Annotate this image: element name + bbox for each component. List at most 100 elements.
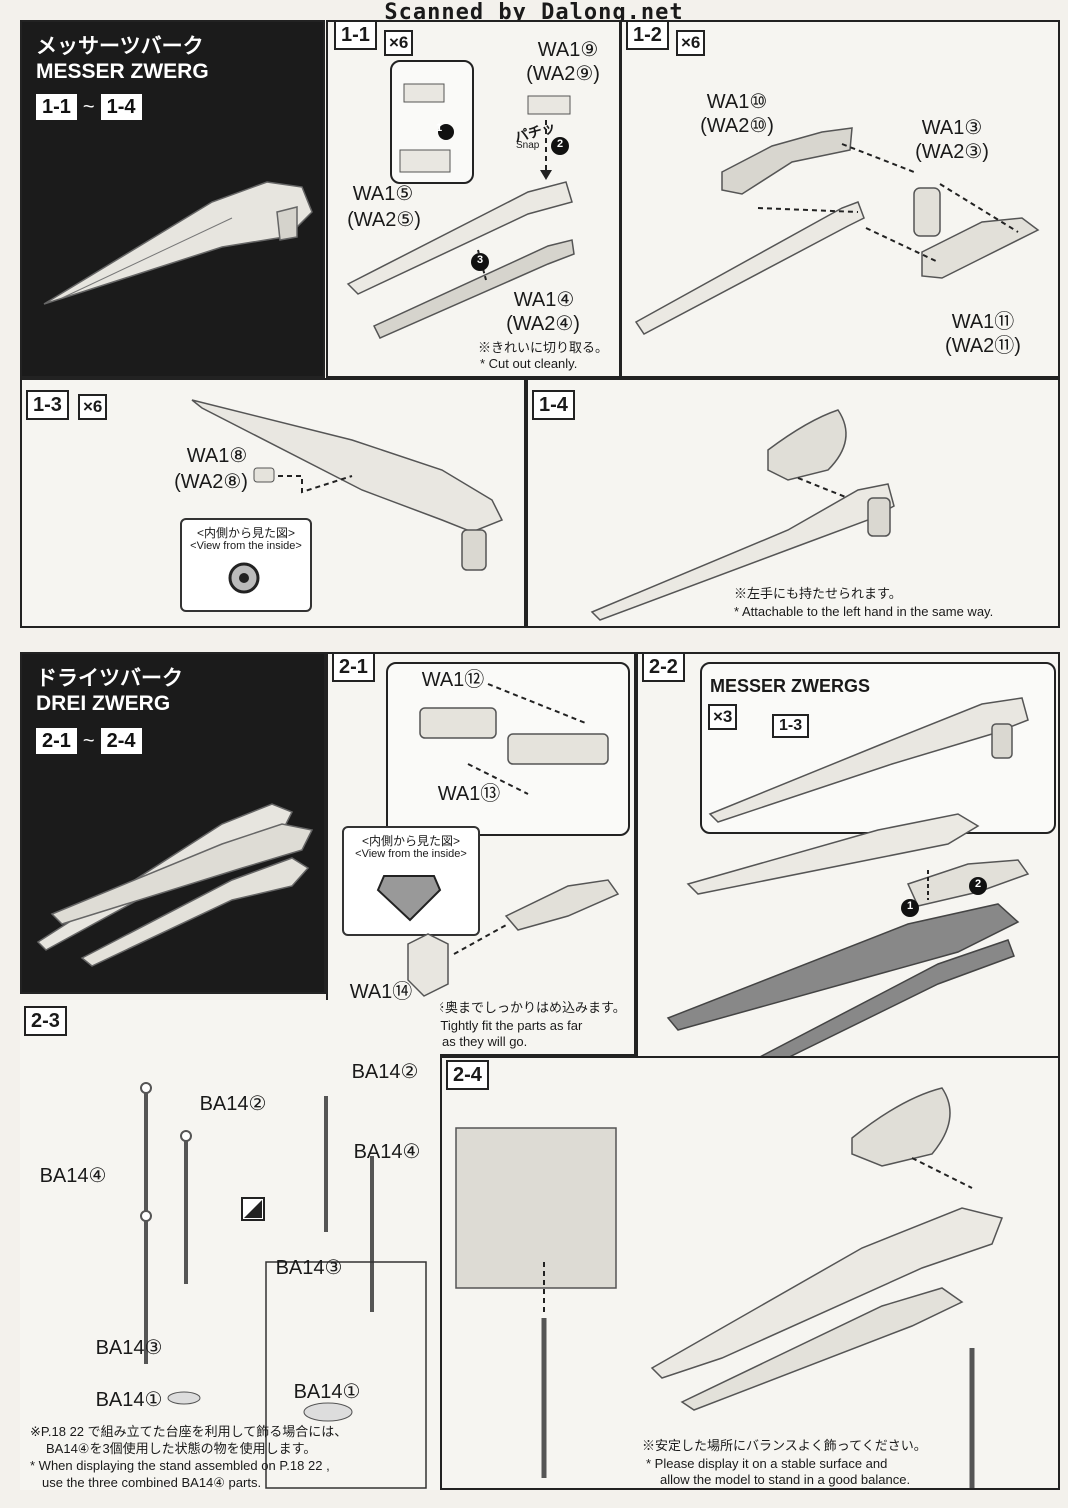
step-1-3-part-a: WA1⑧ bbox=[186, 445, 248, 467]
step-2-4-panel: 2-4 ※安定した場所にバランスよく飾ってください。 * Please disp… bbox=[440, 1056, 1060, 1490]
step-1-2-part-a-alt: (WA2⑩) bbox=[700, 115, 774, 137]
step-2-2-marker-2: 2 bbox=[975, 878, 982, 890]
step-2-2-panel: 2-2 MESSER ZWERGS ×3 1-3 1 2 bbox=[636, 652, 1060, 1092]
step-2-4-label: 2-4 bbox=[446, 1060, 489, 1090]
clip-detail-illustration bbox=[399, 83, 454, 173]
step-1-2-panel: 1-2 ×6 WA1⑩ (WA2⑩) WA1③ (WA2③) WA1⑪ (WA2… bbox=[620, 20, 1060, 378]
step-2-1-part-b: WA1⑬ bbox=[437, 783, 501, 805]
step-2-3-illustration bbox=[140, 1082, 427, 1489]
step-2-3-panel: 2-3 BA14② BA14④ BA14③ BA14① BA14② BA14④ … bbox=[20, 1000, 440, 1490]
step-2-3-note-jp1: ※P.18 22 で組み立てた台座を利用して飾る場合には、 bbox=[30, 1424, 348, 1439]
step-2-3-right-b: BA14④ bbox=[353, 1141, 421, 1163]
step-1-1-label: 1-1 bbox=[334, 20, 377, 50]
step-2-3-right-a: BA14② bbox=[351, 1061, 419, 1083]
snap-en: Snap bbox=[516, 140, 540, 151]
section2-title-en: DREI ZWERG bbox=[36, 692, 171, 715]
step-2-3-note-jp2: BA14④を3個使用した状態の物を使用します。 bbox=[46, 1441, 317, 1456]
step-1-1-part-c: WA1④ bbox=[513, 289, 575, 311]
step-2-4-note-en2: allow the model to stand in a good balan… bbox=[660, 1472, 911, 1487]
section1-title-en: MESSER ZWERG bbox=[36, 60, 209, 83]
step-1-1-multiplier: ×6 bbox=[384, 30, 414, 56]
step-2-3-right-d: BA14① bbox=[293, 1381, 361, 1403]
step-2-1-inset-illustration bbox=[419, 683, 609, 795]
step-1-1-part-a-alt: (WA2⑨) bbox=[526, 63, 600, 85]
step-1-2-part-b-alt: (WA2③) bbox=[915, 141, 989, 163]
step-2-2-multiplier: ×3 bbox=[708, 704, 738, 730]
step-2-1-part-a: WA1⑫ bbox=[421, 669, 485, 691]
step-2-2-illustration bbox=[666, 813, 1030, 1090]
step-2-1-label: 2-1 bbox=[332, 652, 375, 682]
messer-zwergs-illustration bbox=[708, 697, 1029, 823]
marker-1-label: 1 bbox=[436, 122, 443, 134]
step-1-1-part-c-alt: (WA2④) bbox=[506, 313, 580, 335]
step-1-1-illustration bbox=[346, 95, 575, 339]
step-2-3-left-a: BA14② bbox=[199, 1093, 267, 1115]
section2-range: 2-1~2-4 bbox=[36, 728, 142, 754]
step-2-1-view-en: <View from the inside> bbox=[355, 848, 467, 860]
step-1-3-multiplier: ×6 bbox=[78, 394, 108, 420]
section2-range-to: 2-4 bbox=[100, 728, 142, 754]
step-2-1-note-jp: ※奥までしっかりはめ込みます。 bbox=[432, 1000, 626, 1015]
step-1-3-view-en: <View from the inside> bbox=[190, 540, 302, 552]
step-2-4-note-jp: ※安定した場所にバランスよく飾ってください。 bbox=[642, 1438, 927, 1453]
step-1-3-view-jp: <内側から見た図> bbox=[196, 526, 296, 540]
step-1-3-part-a-alt: (WA2⑧) bbox=[174, 471, 248, 493]
step-1-3-inside-view: <内側から見た図> <View from the inside> bbox=[180, 518, 312, 612]
step-2-1-illustration bbox=[407, 879, 620, 997]
section1-range-from: 1-1 bbox=[36, 94, 77, 120]
shield-inside-icon bbox=[376, 875, 442, 922]
step-2-2-ref-step: 1-3 bbox=[772, 714, 810, 738]
step-2-1-note-en2: as they will go. bbox=[442, 1034, 528, 1049]
section1-header-panel: メッサーツバーク MESSER ZWERG 1-1~1-4 bbox=[20, 20, 325, 378]
marker-3-label: 3 bbox=[477, 254, 484, 266]
step-2-2-inset: MESSER ZWERGS ×3 1-3 bbox=[700, 662, 1056, 834]
step-2-4-illustration bbox=[455, 1087, 1004, 1488]
step-1-1-note-jp: ※きれいに切り取る。 bbox=[478, 340, 609, 355]
section2-title-jp: ドライツバーク bbox=[36, 667, 183, 690]
step-1-1-part-b: WA1⑤ bbox=[352, 183, 414, 205]
section2-range-tilde: ~ bbox=[82, 730, 95, 752]
step-2-4-note-en1: * Please display it on a stable surface … bbox=[646, 1456, 888, 1471]
step-1-2-part-a: WA1⑩ bbox=[706, 91, 768, 113]
section1-range-tilde: ~ bbox=[82, 96, 95, 118]
messer-zwerg-illustration bbox=[43, 181, 313, 305]
step-2-1-inside-view: <内側から見た図> <View from the inside> bbox=[342, 826, 480, 936]
step-1-1-part-a: WA1⑨ bbox=[537, 39, 599, 61]
step-2-1-view-jp: <内側から見た図> bbox=[361, 834, 461, 848]
step-1-3-label: 1-3 bbox=[26, 390, 69, 420]
step-1-2-part-c: WA1⑪ bbox=[951, 311, 1015, 333]
section2-header-panel: ドライツバーク DREI ZWERG 2-1~2-4 bbox=[20, 652, 326, 994]
step-2-3-left-c: BA14③ bbox=[95, 1337, 163, 1359]
step-2-3-left-d: BA14① bbox=[95, 1389, 163, 1411]
step-1-1-inset bbox=[390, 60, 474, 184]
drei-zwerg-illustration bbox=[36, 803, 314, 967]
section1-title-jp: メッサーツバーク bbox=[36, 35, 204, 58]
step-1-3-illustration bbox=[191, 399, 504, 571]
step-1-2-label: 1-2 bbox=[626, 20, 669, 50]
section1-range: 1-1~1-4 bbox=[36, 94, 142, 120]
step-2-1-part-c: WA1⑭ bbox=[349, 981, 413, 1003]
step-2-1-inset bbox=[386, 662, 630, 836]
section1-range-to: 1-4 bbox=[100, 94, 142, 120]
step-2-3-note-en2: use the three combined BA14④ parts. bbox=[42, 1475, 262, 1490]
step-2-1-panel: 2-1 WA1⑫ WA1⑬ <内側から見た図> <View from the i… bbox=[326, 652, 636, 1056]
step-1-4-illustration bbox=[590, 409, 895, 621]
step-2-3-left-b: BA14④ bbox=[39, 1165, 107, 1187]
ring-inside-icon bbox=[228, 562, 260, 594]
step-1-2-part-b: WA1③ bbox=[921, 117, 983, 139]
step-1-2-illustration bbox=[634, 127, 1040, 335]
step-2-3-note-en1: * When displaying the stand assembled on… bbox=[30, 1458, 330, 1473]
step-2-2-marker-1: 1 bbox=[907, 900, 914, 912]
step-1-4-note-jp: ※左手にも持たせられます。 bbox=[734, 586, 902, 601]
step-2-2-label: 2-2 bbox=[642, 652, 685, 682]
step-2-1-note-en1: * Tightly fit the parts as far bbox=[432, 1018, 583, 1033]
section2-range-from: 2-1 bbox=[36, 728, 77, 754]
step-1-2-multiplier: ×6 bbox=[676, 30, 706, 56]
step-1-4-note-en: * Attachable to the left hand in the sam… bbox=[734, 604, 994, 619]
step-1-4-label: 1-4 bbox=[532, 390, 575, 420]
step-1-1-note-en: * Cut out cleanly. bbox=[480, 356, 578, 371]
step-2-3-right-c: BA14③ bbox=[275, 1257, 343, 1279]
step-1-2-part-c-alt: (WA2⑪) bbox=[945, 335, 1021, 357]
step-1-1-panel: 1-1 ×6 1 パチッ Snap 2 3 WA1⑨ (WA2⑨) WA1⑤ (… bbox=[326, 20, 621, 378]
step-1-4-panel: 1-4 ※左手にも持たせられます。 * Attachable to the le… bbox=[526, 378, 1060, 628]
